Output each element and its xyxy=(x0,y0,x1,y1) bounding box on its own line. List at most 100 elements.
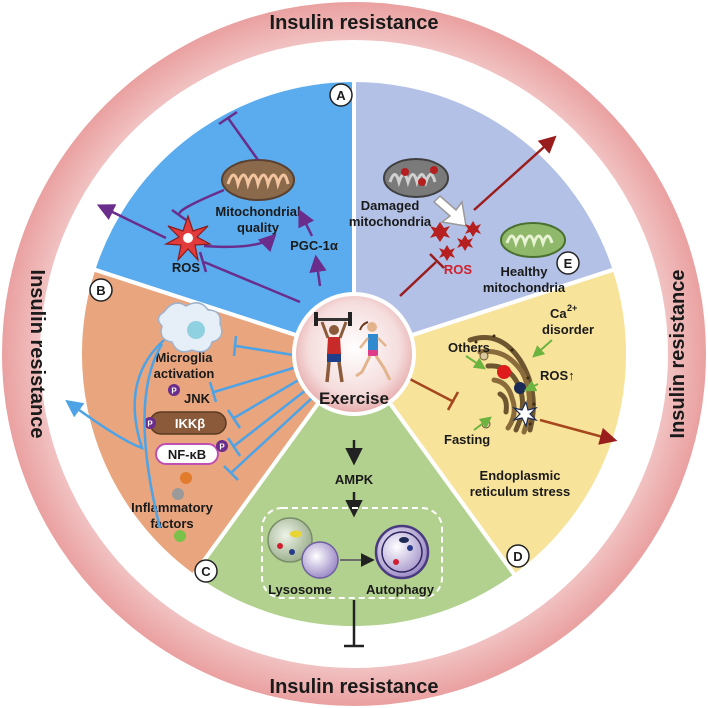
damaged-mitochondrion-icon xyxy=(383,158,449,198)
badge-c xyxy=(194,559,218,583)
arrow-ros-to-mito xyxy=(203,233,277,253)
jnk-label: JNK xyxy=(184,391,211,406)
cell-dot-red xyxy=(277,543,283,549)
ring-label-left: Insulin resistance xyxy=(26,270,48,439)
nfkb-p-label: P xyxy=(219,443,225,452)
er-stress-label-2: reticulum stress xyxy=(470,484,570,499)
nfkb-label: NF-κB xyxy=(168,447,206,462)
runner-icon xyxy=(355,321,392,381)
badge-b xyxy=(89,278,113,302)
inhibit-bar-e xyxy=(429,253,445,269)
arrow-mito-to-ros xyxy=(178,188,225,215)
inflammatory-ball-grey xyxy=(172,488,184,500)
badge-d xyxy=(506,544,530,568)
nfkb-p-icon xyxy=(216,440,228,452)
inhibit-exercise-ros-e xyxy=(399,261,437,297)
jnk-p-label: P xyxy=(171,387,177,396)
inflammatory-ball-orange xyxy=(180,472,192,484)
cell-dot-blue xyxy=(289,549,295,555)
sector-e xyxy=(352,77,618,357)
badge-d-label: D xyxy=(513,549,522,564)
pgc-label: PGC-1α xyxy=(290,238,338,253)
section-c: AMPK Lysosome Autophagy C xyxy=(194,440,443,648)
microglia-icon xyxy=(157,302,223,353)
section-e: Damaged mitochondria ROS Healthy mitocho… xyxy=(349,135,580,297)
fasting-label: Fasting xyxy=(444,432,490,447)
inhibit-bar-er xyxy=(446,391,460,411)
microglia-label-1: Microglia xyxy=(155,350,213,365)
mitochondrion-icon xyxy=(221,159,295,201)
inhibit-bar-top xyxy=(218,110,238,126)
er-dots xyxy=(474,334,536,426)
autophagy-inner-ring xyxy=(381,531,423,573)
ros-label-d: ROS↑ xyxy=(540,368,575,383)
lysosome-label: Lysosome xyxy=(268,582,332,597)
inhibit-exercise-er xyxy=(403,374,455,404)
arrow-damaged-out xyxy=(473,135,557,211)
arrow-ros-out xyxy=(96,204,167,240)
er-stress-burst-icon xyxy=(512,400,538,428)
autophagy-icon xyxy=(374,524,430,580)
inhibit-bar-ros xyxy=(171,208,187,222)
inhibit-line-top xyxy=(226,117,260,161)
bracket-b xyxy=(143,343,164,529)
inhibit-bar-exercise-ros xyxy=(198,251,208,273)
badge-b-label: B xyxy=(96,283,105,298)
section-d: Ca 2+ disorder Others ROS↑ Fasting Endop… xyxy=(403,303,618,568)
autophagy-dot-blue xyxy=(407,545,413,551)
inhibit-lines-b xyxy=(208,335,313,481)
er-red-marker-icon xyxy=(497,365,511,379)
transition-arrow-icon xyxy=(432,194,467,227)
arrow-others xyxy=(465,355,486,370)
arrow-exercise-to-pgc xyxy=(309,254,327,287)
ros-star-icon xyxy=(163,214,213,263)
ikk-p-icon xyxy=(144,417,156,429)
inhibit-exercise-ros xyxy=(203,260,301,304)
ros-label-e: ROS xyxy=(444,262,473,277)
section-a: Mitochondrial quality ROS PGC-1α A xyxy=(96,83,353,304)
inflammatory-ball-green xyxy=(174,530,186,542)
healthy-label-1: Healthy xyxy=(501,264,549,279)
arrow-b-out xyxy=(65,339,165,451)
microglia-label-2: activation xyxy=(154,366,215,381)
autophagy-label: Autophagy xyxy=(366,582,435,597)
weightlifter-icon xyxy=(314,312,352,383)
arrow-er-out xyxy=(539,418,618,445)
mito-quality-label-1: Mitochondrial xyxy=(215,204,300,219)
healthy-mitochondrion-icon xyxy=(500,222,566,258)
damaged-label-2: mitochondria xyxy=(349,214,432,229)
er-dark-marker-icon xyxy=(514,382,526,394)
badge-e xyxy=(556,251,580,275)
badge-a-label: A xyxy=(336,88,346,103)
cell-icon xyxy=(267,517,313,563)
healthy-label-2: mitochondria xyxy=(483,280,566,295)
arrow-ca xyxy=(532,339,553,358)
others-label: Others xyxy=(448,340,490,355)
arrow-fasting xyxy=(473,416,492,431)
exercise-label: Exercise xyxy=(319,389,389,408)
inflam-label-1: Inflammatory xyxy=(131,500,213,515)
ring-label-bottom: Insulin resistance xyxy=(270,676,439,698)
ca-label: Ca xyxy=(550,306,567,321)
autophagy-dot-red xyxy=(393,559,399,565)
ampk-label: AMPK xyxy=(335,472,374,487)
jnk-p-icon xyxy=(168,384,180,396)
ros-particles-icon xyxy=(430,221,481,261)
cell-nucleus-icon xyxy=(290,530,302,538)
inflam-label-2: factors xyxy=(150,516,193,531)
badge-e-label: E xyxy=(564,256,573,271)
section-b: Microglia activation P JNK P IKKβ NF-κB … xyxy=(65,278,313,542)
arrow-ros-d xyxy=(523,380,539,392)
ca-label-2: disorder xyxy=(542,322,594,337)
ikk-label: IKKβ xyxy=(175,416,205,431)
nfkb-box-icon xyxy=(155,443,219,465)
badge-c-label: C xyxy=(201,564,211,579)
badge-a xyxy=(329,83,353,107)
ring-label-right: Insulin resistance xyxy=(667,270,689,439)
mito-quality-label-2: quality xyxy=(237,220,280,235)
er-stress-label-1: Endoplasmic xyxy=(480,468,561,483)
sector-a xyxy=(90,77,356,357)
ikk-p-label: P xyxy=(147,420,153,429)
ca-sup: 2+ xyxy=(567,303,577,313)
autophagy-nucleus xyxy=(399,537,409,543)
